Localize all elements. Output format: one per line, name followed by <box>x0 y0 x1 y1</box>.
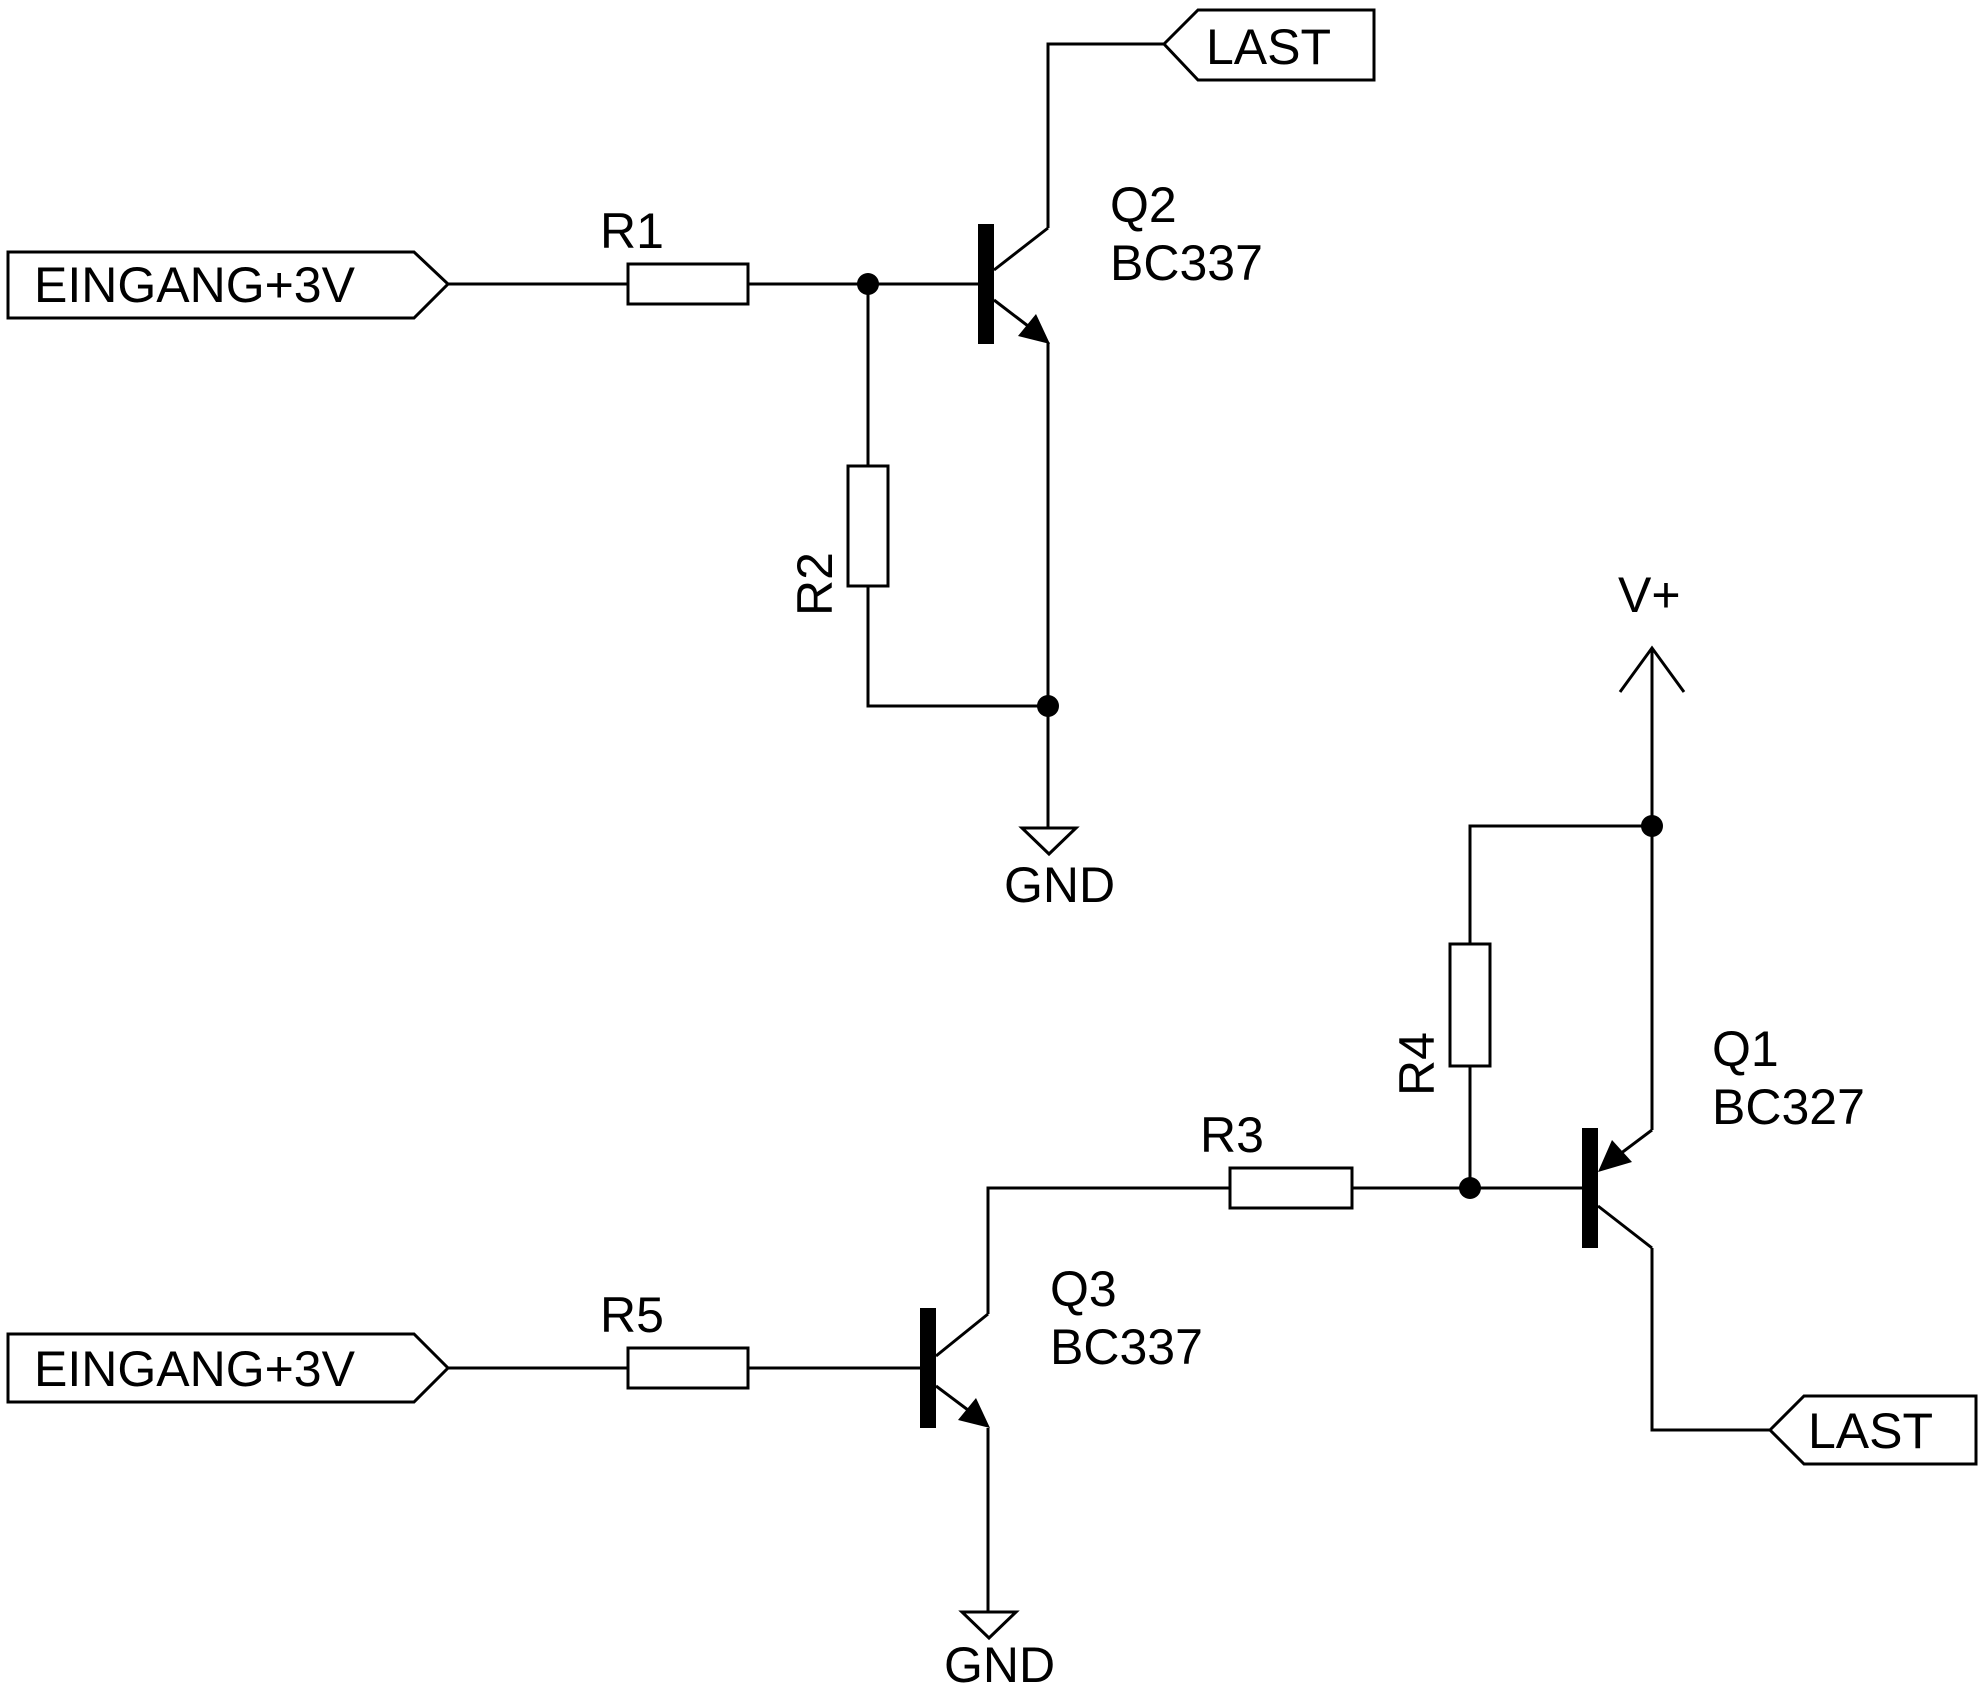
transistor-q3-emitter-lead <box>935 1384 969 1412</box>
transistor-q2-part: BC337 <box>1110 235 1263 291</box>
junction-q1-base <box>1459 1177 1481 1199</box>
transistor-q3-emitter-arrow-icon <box>958 1398 990 1428</box>
transistor-q1-part: BC327 <box>1712 1079 1865 1135</box>
port-in-top: EINGANG+3V <box>6 250 451 320</box>
resistor-r4: R4 <box>1389 942 1492 1096</box>
supply-vplus-arrow-icon <box>1618 645 1686 693</box>
ground-bottom-icon <box>958 1610 1020 1641</box>
port-last-top-flag <box>1161 8 1376 82</box>
resistor-r1-body <box>626 262 750 306</box>
transistor-q2-collector-lead <box>993 226 1049 272</box>
transistor-q3: Q3 BC337 <box>920 1261 1203 1428</box>
transistor-q1-collector-lead <box>1597 1204 1653 1250</box>
wire-vplus-r4 <box>1468 824 1652 944</box>
resistor-r1: R1 <box>600 203 750 306</box>
transistor-q2-ref: Q2 <box>1110 177 1177 233</box>
transistor-q2-base-bar <box>978 224 994 344</box>
resistor-r2-body <box>846 464 890 588</box>
resistor-r2: R2 <box>787 464 890 616</box>
wire-q2-collector-last <box>1046 42 1164 228</box>
port-in-bottom-label: EINGANG+3V <box>34 1341 356 1397</box>
transistor-q2-emitter-arrow-icon <box>1018 314 1050 344</box>
resistor-r5-label: R5 <box>600 1287 664 1343</box>
port-last-bottom-label: LAST <box>1808 1403 1933 1459</box>
junctions <box>857 273 1663 1199</box>
resistor-r4-label: R4 <box>1389 1032 1445 1096</box>
wire-q3-collector-r3 <box>986 1186 1230 1314</box>
transistor-q3-ref: Q3 <box>1050 1261 1117 1317</box>
junction-q2-emitter <box>1037 695 1059 717</box>
transistor-q3-collector-lead <box>935 1312 989 1358</box>
ground-bottom: GND <box>944 1610 1055 1693</box>
transistor-q3-part: BC337 <box>1050 1319 1203 1375</box>
port-in-top-flag <box>6 250 451 320</box>
resistor-r3-label: R3 <box>1200 1107 1264 1163</box>
resistor-r5-body <box>626 1346 750 1390</box>
resistor-r1-label: R1 <box>600 203 664 259</box>
junction-vplus <box>1641 815 1663 837</box>
transistor-q1-base-bar <box>1582 1128 1598 1248</box>
junction-q2-base <box>857 273 879 295</box>
resistor-r5: R5 <box>600 1287 750 1390</box>
supply-vplus-label: V+ <box>1618 567 1681 623</box>
ground-top: GND <box>1004 826 1115 913</box>
resistor-r2-label: R2 <box>787 552 843 616</box>
transistor-q1-emitter-lead <box>1619 1128 1653 1156</box>
resistor-r4-body <box>1448 942 1492 1068</box>
ground-bottom-label: GND <box>944 1637 1055 1693</box>
wires <box>448 42 1770 1612</box>
resistor-r3: R3 <box>1200 1107 1354 1210</box>
wire-r2-emitter-node <box>866 586 1048 708</box>
transistor-q1: Q1 BC327 <box>1582 1021 1865 1250</box>
port-last-top-label: LAST <box>1206 19 1331 75</box>
resistor-r3-body <box>1228 1166 1354 1210</box>
transistor-q1-emitter-arrow-icon <box>1598 1140 1632 1172</box>
supply-vplus: V+ <box>1618 567 1686 693</box>
port-in-bottom: EINGANG+3V <box>6 1332 451 1404</box>
port-in-bottom-flag <box>6 1332 451 1404</box>
port-last-top: LAST <box>1161 8 1376 82</box>
transistor-q3-base-bar <box>920 1308 936 1428</box>
port-last-bottom: LAST <box>1767 1394 1978 1466</box>
port-in-top-label: EINGANG+3V <box>34 257 356 313</box>
ground-top-icon <box>1018 826 1080 857</box>
port-last-bottom-flag <box>1767 1394 1978 1466</box>
transistor-q2-emitter-lead <box>993 298 1029 328</box>
transistor-q1-ref: Q1 <box>1712 1021 1779 1077</box>
ground-top-label: GND <box>1004 857 1115 913</box>
wire-q1-collector-last <box>1650 1248 1770 1432</box>
transistor-q2: Q2 BC337 <box>978 177 1263 344</box>
